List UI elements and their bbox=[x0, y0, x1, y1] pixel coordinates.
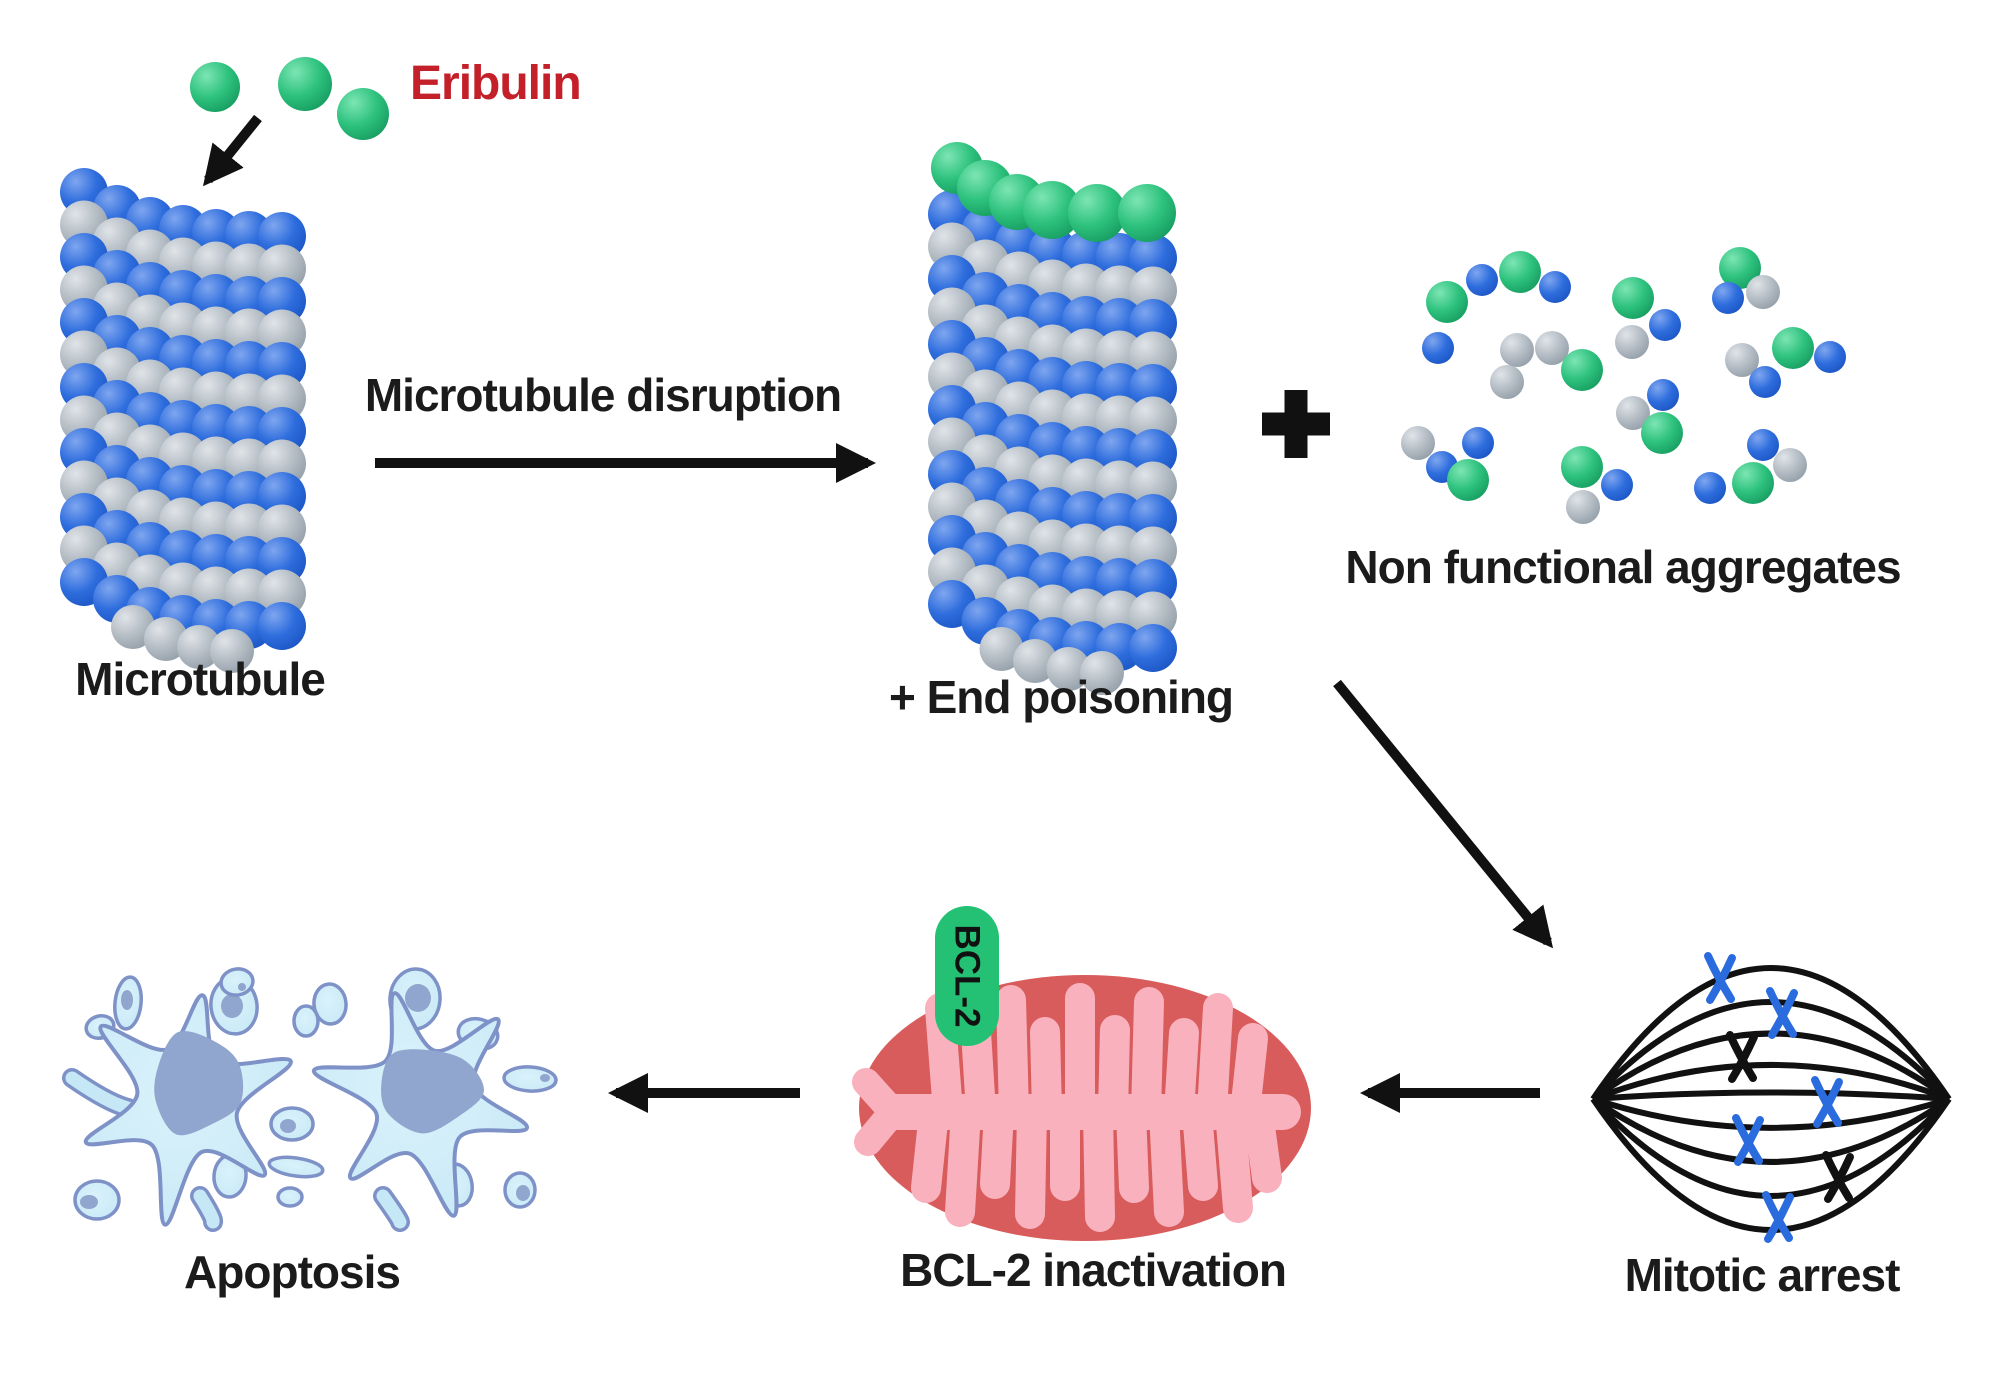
aggregate-spheres bbox=[1401, 247, 1846, 524]
apoptotic-cells bbox=[62, 967, 558, 1232]
eribulin-molecules bbox=[190, 57, 389, 140]
non-functional-aggregates-label: Non functional aggregates bbox=[1345, 541, 1901, 593]
bcl2-inactivation-label: BCL-2 inactivation bbox=[900, 1244, 1287, 1296]
microtubule-label: Microtubule bbox=[75, 653, 326, 705]
plus-icon bbox=[1262, 390, 1330, 458]
mitotic-arrest-label: Mitotic arrest bbox=[1624, 1249, 1901, 1301]
mitochondrion bbox=[852, 975, 1311, 1241]
bcl2-pill: BCL-2 bbox=[935, 906, 999, 1046]
microtubule-lattice bbox=[60, 168, 306, 673]
eribulin-label: Eribulin bbox=[410, 57, 582, 110]
flow-arrows bbox=[202, 114, 1554, 1113]
apoptosis-label: Apoptosis bbox=[184, 1246, 401, 1298]
microtubule-disruption-label: Microtubule disruption bbox=[364, 369, 842, 421]
end-poisoning-label: + End poisoning bbox=[888, 671, 1234, 723]
bcl2-pill-label: BCL-2 bbox=[948, 924, 987, 1028]
poisoned-microtubule-lattice bbox=[928, 142, 1177, 695]
mitotic-spindle bbox=[1590, 952, 1952, 1243]
